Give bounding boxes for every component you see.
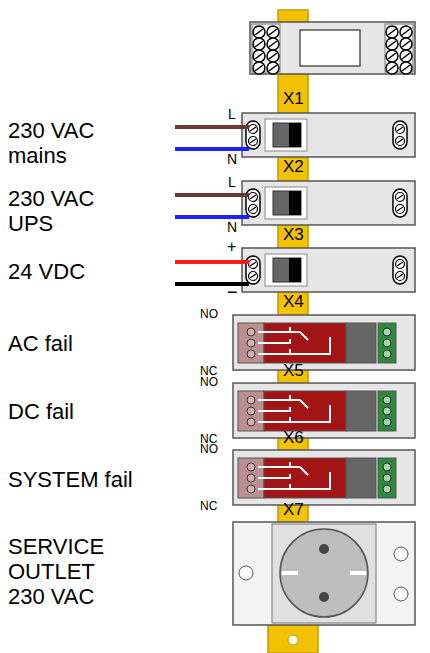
input-label: 24 VDC — [8, 259, 85, 284]
outlet-label: SERVICE OUTLET 230 VAC — [8, 534, 113, 609]
signal-label: SYSTEM fail — [8, 467, 133, 492]
terminal-id: X1 — [283, 89, 304, 108]
wire-name: L — [228, 174, 236, 190]
contact-name: NO — [200, 307, 218, 321]
terminal-id: X2 — [283, 157, 304, 176]
contact-name: NO — [200, 442, 218, 456]
polarity-sign: + — [227, 238, 236, 256]
input-label: 230 VAC mains — [8, 118, 113, 168]
terminal-id: X5 — [283, 361, 304, 380]
terminal-id: X4 — [283, 292, 304, 311]
contact-name: NO — [200, 375, 218, 389]
polarity-sign: − — [227, 282, 238, 302]
wire-name: N — [227, 219, 237, 235]
terminal-id: X7 — [283, 500, 304, 519]
terminal-id: X3 — [283, 225, 304, 244]
contact-name: NC — [200, 499, 217, 513]
input-label: 230 VAC UPS — [8, 186, 113, 236]
wire-name: N — [227, 151, 237, 167]
wire-name: L — [228, 106, 236, 122]
signal-label: AC fail — [8, 331, 73, 356]
signal-label: DC fail — [8, 399, 74, 424]
terminal-id: X6 — [283, 428, 304, 447]
